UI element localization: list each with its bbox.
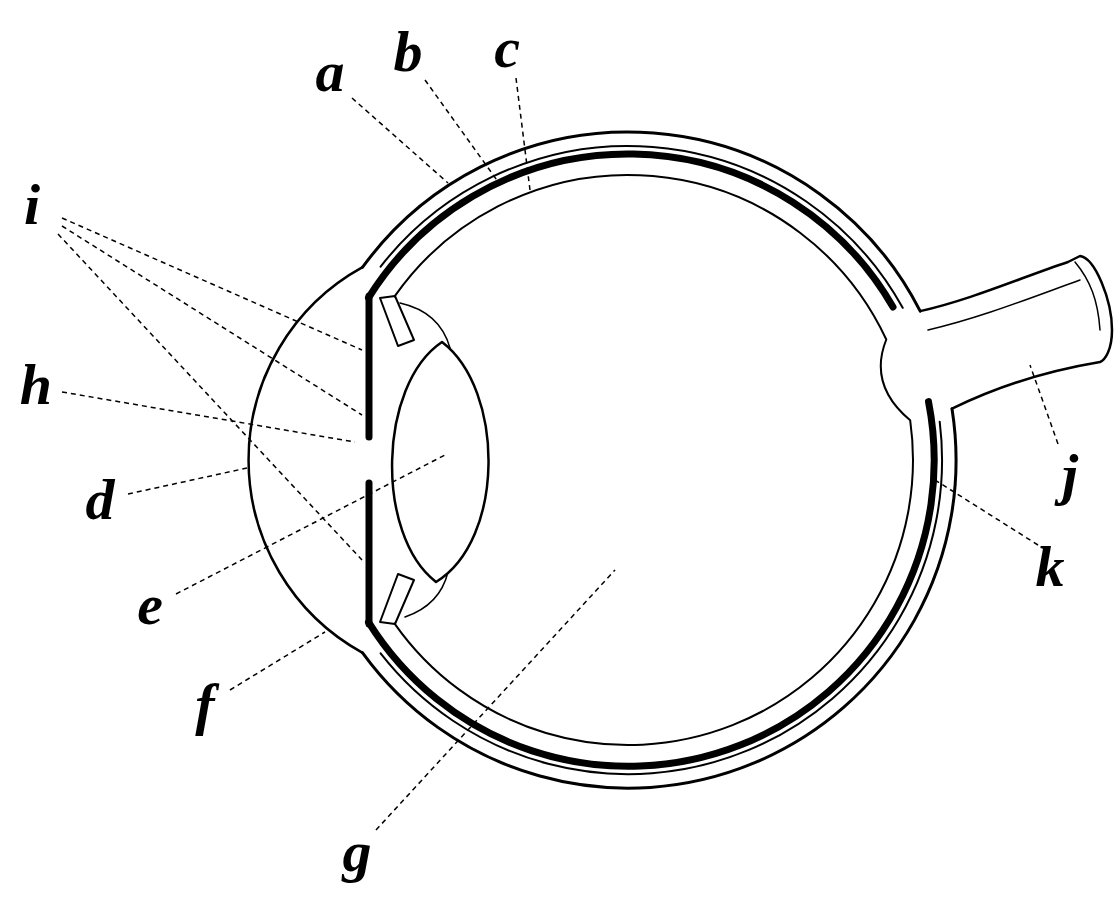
leader-line: [62, 226, 362, 415]
leader-line: [230, 632, 325, 690]
leader-line: [516, 78, 530, 190]
lens: [392, 342, 488, 582]
callout-letter: i: [24, 176, 40, 234]
callout-letter: e: [137, 576, 163, 634]
callout-letter: h: [20, 356, 52, 414]
ciliary-body: [380, 574, 414, 624]
optic-nerve-fibre: [1075, 262, 1100, 330]
sclera: [363, 132, 921, 311]
leader-line: [128, 468, 247, 494]
leader-line: [176, 455, 445, 594]
leader-line: [62, 392, 355, 442]
leader-line: [352, 98, 448, 183]
callout-letter: c: [494, 19, 520, 77]
ciliary-body: [380, 296, 414, 346]
leader-line: [1030, 365, 1058, 444]
callout-letter: b: [394, 23, 423, 81]
leader-line: [62, 218, 362, 350]
leader-line: [58, 234, 362, 560]
callout-letter: a: [316, 43, 345, 101]
callout-letter: j: [1062, 446, 1078, 504]
leader-line: [376, 570, 615, 830]
choroid: [369, 154, 894, 307]
iris: [366, 296, 373, 437]
iris: [366, 483, 373, 624]
callout-letter: d: [86, 471, 115, 529]
callout-letter: f: [195, 676, 214, 734]
leader-line: [935, 480, 1038, 545]
leader-line: [425, 80, 499, 183]
callout-letter: k: [1036, 538, 1065, 596]
callout-letter: g: [343, 823, 372, 881]
optic-nerve-fibre: [928, 280, 1080, 330]
optic-nerve: [920, 256, 1112, 409]
cornea: [249, 267, 363, 653]
